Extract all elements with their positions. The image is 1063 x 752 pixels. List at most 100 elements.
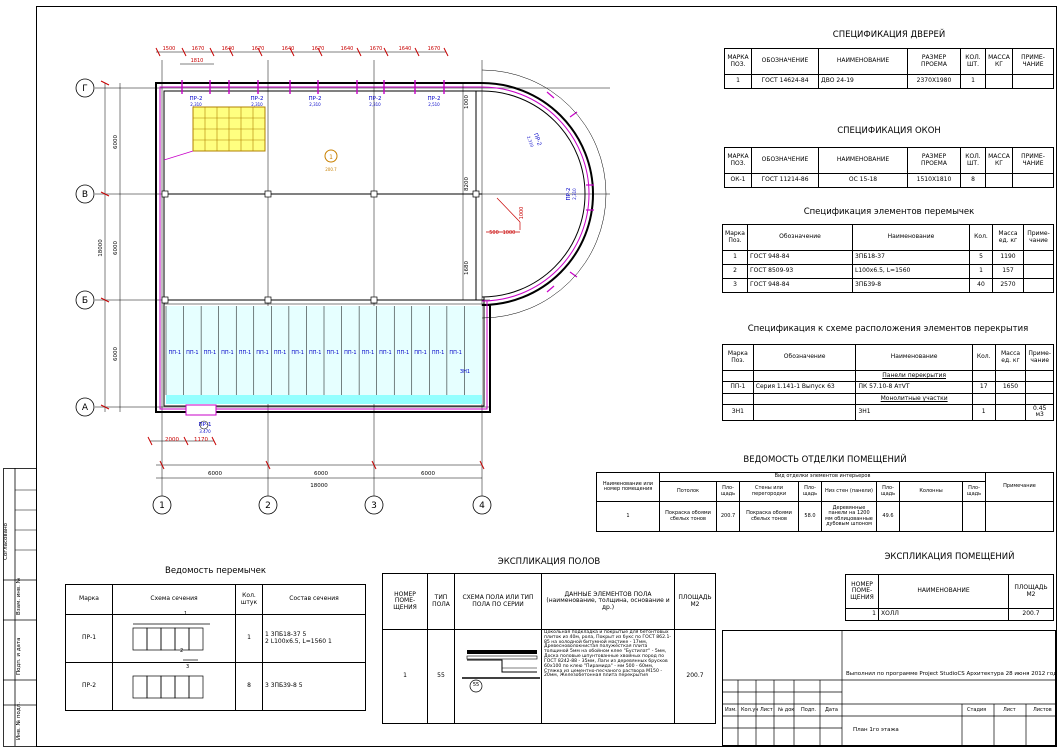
cell: ГОСТ 14624-84 bbox=[751, 74, 819, 89]
lintel-callout: 1 bbox=[184, 611, 188, 617]
arc-small-dim: 1000 bbox=[503, 230, 516, 236]
window-sub: 2,510 bbox=[428, 102, 440, 107]
cell: 1 bbox=[960, 74, 986, 89]
cell bbox=[752, 404, 857, 421]
cell: 58.0 bbox=[798, 501, 822, 532]
finish-title: ВЕДОМОСТЬ ОТДЕЛКИ ПОМЕЩЕНИЙ bbox=[743, 455, 907, 465]
doors-spec-table: МАРКА ПОЗ. ОБОЗНАЧЕНИЕ НАИМЕНОВАНИЕ РАЗМ… bbox=[724, 48, 1054, 89]
room-area: 200.7 bbox=[325, 167, 337, 172]
stamp-col: Лист bbox=[760, 707, 773, 713]
cell: 1 bbox=[722, 250, 748, 265]
stamp-project: Выполнил по программе Project StudioCS А… bbox=[846, 671, 1058, 677]
window-sub: 2,310 bbox=[251, 102, 263, 107]
left-dim: 6000 bbox=[113, 135, 119, 149]
cell: 8 bbox=[235, 662, 263, 711]
cell: Серия 1.141-1 Выпуск 63 bbox=[752, 381, 857, 394]
header-cell: Кол. bbox=[969, 224, 993, 251]
slab-label: ПП-1 bbox=[379, 350, 392, 356]
slab-label: ПП-1 bbox=[169, 350, 182, 356]
cell: ПР-2 bbox=[65, 662, 113, 711]
slab-label: ПП-1 bbox=[362, 350, 375, 356]
header-cell: Приме-чание bbox=[1023, 224, 1054, 251]
header-cell: Схема сечения bbox=[112, 584, 236, 615]
axis-number-2: 2 bbox=[265, 501, 271, 511]
windows-spec-title: СПЕЦИФИКАЦИЯ ОКОН bbox=[837, 126, 941, 136]
header-cell: Обозначение bbox=[752, 344, 857, 371]
stamp-col: Подп. bbox=[801, 707, 817, 713]
cell: 40 bbox=[969, 278, 993, 293]
cell: 1510Х1810 bbox=[907, 173, 961, 188]
axis-number-3: 3 bbox=[371, 501, 377, 511]
cell bbox=[1025, 381, 1054, 394]
lintels-spec-table: Марка Поз. Обозначение Наименование Кол.… bbox=[722, 224, 1054, 293]
bottom-dim: 6000 bbox=[421, 471, 435, 477]
slab-label: ПП-1 bbox=[397, 350, 410, 356]
header-cell: ОБОЗНАЧЕНИЕ bbox=[751, 147, 819, 174]
header-cell: ТИП ПОЛА bbox=[427, 573, 455, 630]
slab-label: ПП-1 bbox=[291, 350, 304, 356]
lintel-composition-line: 3 3ПБ39-8 5 bbox=[265, 682, 303, 690]
window-sub: 2,310 bbox=[369, 102, 381, 107]
header-cell: ДАННЫЕ ЭЛЕМЕНТОВ ПОЛА (наименование, тол… bbox=[541, 573, 675, 630]
stamp-col: Кол.уч bbox=[741, 707, 759, 713]
slab-label: ПП-1 bbox=[256, 350, 269, 356]
lintel-scheme-cell bbox=[112, 662, 236, 711]
side-inv-sub: Инв. № подл. bbox=[16, 702, 22, 740]
cell: 1650 bbox=[994, 381, 1027, 394]
cell: ПК 57.10-8 AтVT bbox=[855, 381, 973, 394]
cell: 2570 bbox=[992, 278, 1024, 293]
window-label: ПР-2 bbox=[309, 96, 322, 102]
header-cell: МАССА КГ bbox=[985, 48, 1013, 75]
header-cell: Пло-щадь bbox=[876, 481, 900, 502]
top-dim: 1640 bbox=[282, 46, 295, 52]
stamp-stage: Стадия bbox=[967, 707, 987, 713]
cell: ОК-1 bbox=[724, 173, 752, 188]
cell bbox=[899, 501, 963, 532]
cell: 3 bbox=[722, 278, 748, 293]
bottom-dim: 6000 bbox=[208, 471, 222, 477]
header-cell: Стены или перегородки bbox=[739, 481, 799, 502]
cell: 1 bbox=[382, 629, 428, 724]
lintel-callout: 3 bbox=[186, 664, 190, 670]
slab-label: ПП-1 bbox=[449, 350, 462, 356]
header-cell: ОБОЗНАЧЕНИЕ bbox=[751, 48, 819, 75]
header-cell: ПРИМЕ-ЧАНИЕ bbox=[1012, 147, 1054, 174]
window-label: ПР-2 bbox=[251, 96, 264, 102]
arc-window-sub: 2,310 bbox=[572, 188, 577, 200]
cell: 8 bbox=[960, 173, 986, 188]
arc-small-dim: 500 bbox=[489, 230, 499, 236]
header-cell: Пло-щадь bbox=[716, 481, 740, 502]
cell: ПП-1 bbox=[722, 381, 754, 394]
top-dim: 1500 bbox=[163, 46, 176, 52]
slab-label: ПП-1 bbox=[327, 350, 340, 356]
top-dim-2: 1810 bbox=[191, 58, 204, 64]
cell: ГОСТ 11214-86 bbox=[751, 173, 819, 188]
cell: Деревянные панели на 1200 мм облицованны… bbox=[821, 501, 877, 532]
slab-label: ПП-1 bbox=[309, 350, 322, 356]
cell: 3ПБ39-8 bbox=[852, 278, 970, 293]
top-dim: 1670 bbox=[252, 46, 265, 52]
header-cell: Состав сечения bbox=[262, 584, 366, 615]
right-dim: 1000 bbox=[464, 95, 470, 109]
side-sign: Подп. и дата bbox=[16, 637, 22, 675]
cell: 49.6 bbox=[876, 501, 900, 532]
header-cell: НАИМЕНОВАНИЕ bbox=[818, 48, 908, 75]
slab-label: ПП-1 bbox=[432, 350, 445, 356]
cell: ДВО 24-19 bbox=[818, 74, 908, 89]
cell: ГОСТ 948-84 bbox=[747, 278, 853, 293]
header-cell: Колонны bbox=[899, 481, 963, 502]
door-sub: 3.470 bbox=[199, 429, 211, 434]
cell: ЗН1 bbox=[855, 404, 973, 421]
slab-label: ПП-1 bbox=[414, 350, 427, 356]
header-cell: Потолок bbox=[659, 481, 717, 502]
header-cell: РАЗМЕР ПРОЕМА bbox=[907, 48, 961, 75]
header-cell: Марка Поз. bbox=[722, 344, 754, 371]
header-cell: МАРКА ПОЗ. bbox=[724, 48, 752, 75]
lintels-spec-title: Спецификация элементов перемычек bbox=[803, 207, 975, 217]
floor-type-symbol: 55 bbox=[472, 682, 480, 688]
arc-small-dim: 1000 bbox=[519, 207, 525, 220]
cell: ОС 15-18 bbox=[818, 173, 908, 188]
cell bbox=[962, 501, 986, 532]
door-label: ПР-1 bbox=[199, 422, 212, 428]
cell: ГОСТ 8509-93 bbox=[747, 264, 853, 279]
